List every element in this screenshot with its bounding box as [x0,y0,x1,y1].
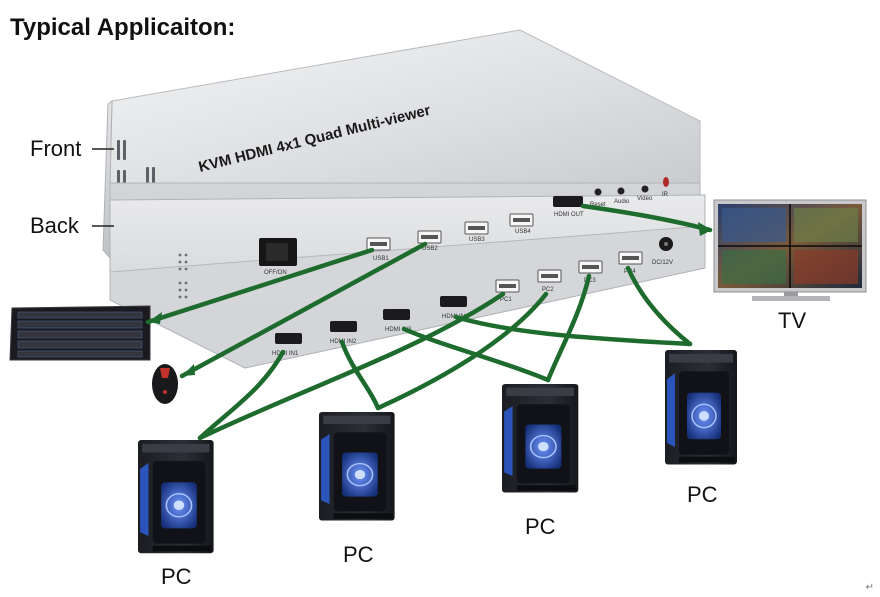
hdmi-out-port [553,196,583,207]
back-label: Back [30,213,79,238]
pc-3 [501,383,580,494]
pc-4-label: PC [687,482,718,507]
pc-2 [318,411,396,522]
hdmi-in2-port [330,321,357,332]
reset-button [594,188,602,196]
return-glyph: ↵ [865,582,874,593]
front-label: Front [30,136,82,161]
cable-usb2-mouse [179,241,428,379]
pc-4 [664,349,738,466]
ir-label: IR [662,192,669,198]
pc3-label: PC3 [584,278,596,284]
hdmi-in4-port [440,296,467,307]
usb2-label: USB2 [422,246,438,252]
pc-3-label: PC [525,514,556,539]
tv-label: TV [778,308,807,333]
audio-label: Audio [614,199,630,205]
kvm-device: KVM HDMI 4x1 Quad Multi-viewer [102,29,706,369]
pc-1 [137,439,215,555]
usb1-label: USB1 [373,256,389,262]
keyboard [9,305,151,361]
video-label: Video [637,196,653,202]
power-label: DC/12V [652,260,673,266]
cable-pc4-usb [625,265,693,347]
usb3-label: USB3 [469,237,485,243]
pc2-label: PC2 [542,287,554,293]
pc-1-label: PC [161,564,192,589]
reset-label: Reset [590,202,606,208]
back-panel: OFF/ON USB1 USB2 USB3 USB4 HDMI IN1 HDMI… [259,213,673,357]
hdmi-in3-label: HDMI IN3 [385,327,412,333]
usb4-label: USB4 [515,229,531,235]
cable-pc2-hdmi [339,339,381,411]
tv [713,199,867,301]
hdmi-in3-port [383,309,410,320]
front-panel: HDMI OUT Reset Audio Video IR [553,177,669,218]
hdmi-in1-port [275,333,302,344]
cable-pc3-usb [545,273,592,383]
video-indicator [641,185,649,193]
hdmi-out-label: HDMI OUT [554,212,584,218]
page-title: Typical Applicaiton: [10,14,236,41]
switch-label: OFF/ON [264,270,287,276]
ir-sensor [663,177,669,187]
audio-jack [617,187,625,195]
cable-pc3-hdmi [401,326,551,383]
hdmi-in1-label: HDMI IN1 [272,351,299,357]
cable-pc1-hdmi [197,349,286,441]
pc-2-label: PC [343,542,374,567]
pc1-label: PC1 [500,297,512,303]
mouse [152,364,178,404]
cable-usb1-keyboard [145,247,375,325]
cables [145,203,713,441]
cable-pc2-usb [375,291,549,411]
cable-pc4-hdmi [453,314,693,347]
